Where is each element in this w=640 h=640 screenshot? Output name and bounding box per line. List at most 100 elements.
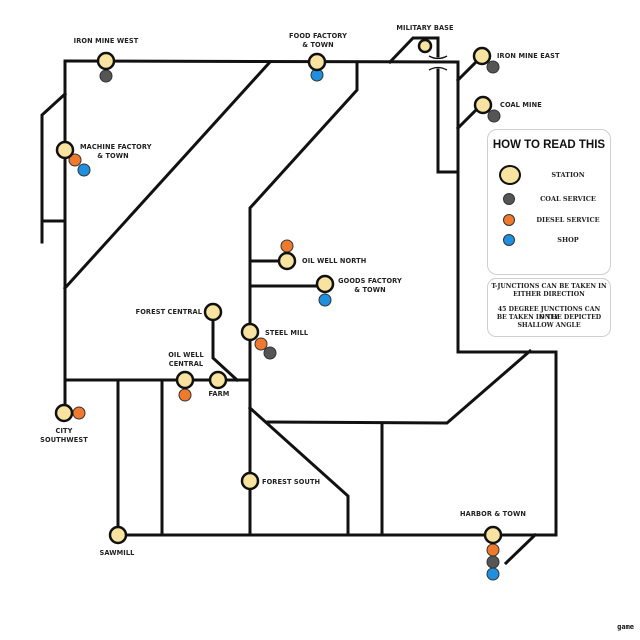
station-marker (240, 322, 260, 342)
station-food-factory (307, 52, 327, 82)
shop-icon (486, 567, 500, 581)
label-iron-mine-east: IRON MINE EAST (497, 52, 560, 60)
station-marker (55, 140, 75, 160)
label-city-southwest-1: CITY (56, 427, 73, 435)
coal-service-icon (263, 346, 277, 360)
track-food-branch (248, 60, 359, 537)
legend-panel: HOW TO READ THIS STATION COAL SERVICE DI… (487, 129, 611, 275)
diesel-service-icon (68, 153, 82, 167)
station-marker (108, 525, 128, 545)
label-oil-well-central-1: OIL WELL (168, 351, 204, 359)
station-marker (208, 370, 228, 390)
label-harbor: HARBOR & TOWN (460, 510, 526, 518)
station-forest-central (203, 302, 223, 322)
note-45-junction-1: 45 DEGREE JUNCTIONS CAN ONLY (497, 306, 601, 322)
legend-row-station: STATION (488, 165, 610, 185)
labels-layer: IRON MINE WEST FOOD FACTORY & TOWN MILIT… (40, 24, 560, 557)
note-t-junction-2: EITHER DIRECTION (513, 291, 585, 298)
diesel-service-icon (486, 543, 500, 557)
diesel-service-icon (254, 337, 268, 351)
station-icon (499, 165, 521, 185)
note-t-junction-1: T-JUNCTIONS CAN BE TAKEN IN (491, 283, 607, 290)
diesel-service-icon (503, 214, 515, 226)
label-sawmill: SAWMILL (100, 549, 136, 557)
track-military-stub (436, 68, 460, 174)
legend-label-shop: SHOP (557, 236, 579, 244)
station-farm (208, 370, 228, 390)
track-middle-east (266, 348, 533, 425)
watermark: game (617, 623, 634, 631)
stations-layer (54, 38, 503, 581)
legend-row-diesel: DIESEL SERVICE (488, 211, 610, 229)
legend-row-coal: COAL SERVICE (488, 190, 610, 208)
station-marker (315, 274, 335, 294)
station-marker (54, 403, 74, 423)
label-machine-factory-1: MACHINE FACTORY (80, 143, 152, 151)
shop-icon (77, 163, 91, 177)
label-iron-mine-west: IRON MINE WEST (74, 37, 139, 45)
crossing-marks (428, 55, 448, 71)
station-oil-well-north (277, 239, 297, 271)
track-forest-central-spur (211, 310, 240, 383)
diesel-service-icon (280, 239, 294, 253)
diesel-service-icon (178, 388, 192, 402)
station-military-base (417, 38, 433, 54)
track-south-diagonal (247, 405, 350, 537)
track-diagonal-west (62, 59, 273, 291)
station-coal-mine (473, 95, 501, 123)
station-marker (417, 38, 433, 54)
station-marker (307, 52, 327, 72)
label-farm: FARM (209, 390, 230, 398)
station-marker (483, 525, 503, 545)
station-steel-mill (240, 322, 277, 360)
label-goods-factory-2: & TOWN (354, 286, 386, 294)
shop-icon (503, 234, 515, 246)
label-food-factory-2: & TOWN (302, 41, 334, 49)
label-coal-mine: COAL MINE (500, 101, 542, 109)
label-steel-mill: STEEL MILL (265, 329, 309, 337)
legend-label-station: STATION (551, 171, 585, 179)
shop-icon (318, 293, 332, 307)
track-top-main (63, 59, 460, 64)
legend-row-shop: SHOP (488, 231, 610, 249)
label-forest-south: FOREST SOUTH (262, 478, 320, 486)
label-oil-well-central-2: CENTRAL (169, 360, 204, 368)
label-military-base: MILITARY BASE (396, 24, 454, 32)
legend-title: HOW TO READ THIS (492, 139, 606, 151)
coal-service-icon (486, 60, 500, 74)
label-forest-central: FOREST CENTRAL (136, 308, 203, 316)
label-oil-well-north: OIL WELL NORTH (302, 257, 366, 265)
track-left-bypass (40, 91, 68, 244)
station-marker (240, 471, 260, 491)
coal-service-icon (99, 69, 113, 83)
station-marker (203, 302, 223, 322)
label-goods-factory-1: GOODS FACTORY (338, 277, 402, 285)
station-marker (277, 251, 297, 271)
note-45-junction-2: BE TAKEN IN THE DEPICTED (496, 314, 602, 321)
label-food-factory-1: FOOD FACTORY (289, 32, 347, 40)
station-marker (175, 370, 195, 390)
station-marker (473, 95, 493, 115)
station-city-southwest (54, 403, 86, 423)
label-machine-factory-2: & TOWN (97, 152, 129, 160)
legend-label-coal: COAL SERVICE (540, 195, 596, 203)
station-sawmill (108, 525, 128, 545)
coal-service-icon (487, 109, 501, 123)
note-45-junction-3: SHALLOW ANGLE (517, 322, 581, 329)
station-iron-mine-west (96, 51, 116, 83)
station-goods-factory (315, 274, 335, 307)
station-marker (96, 51, 116, 71)
legend-label-diesel: DIESEL SERVICE (536, 216, 600, 224)
station-forest-south (240, 471, 260, 491)
station-machine-factory (55, 140, 91, 177)
station-oil-well-central (175, 370, 195, 402)
coal-service-icon (486, 555, 500, 569)
track-harbor-spur (503, 532, 538, 566)
station-marker (472, 46, 492, 66)
diesel-service-icon (72, 406, 86, 420)
station-harbor (483, 525, 503, 581)
station-iron-mine-east (472, 46, 500, 74)
rules-note-panel: T-JUNCTIONS CAN BE TAKEN IN EITHER DIREC… (487, 278, 611, 337)
track-military-branch (387, 36, 440, 65)
